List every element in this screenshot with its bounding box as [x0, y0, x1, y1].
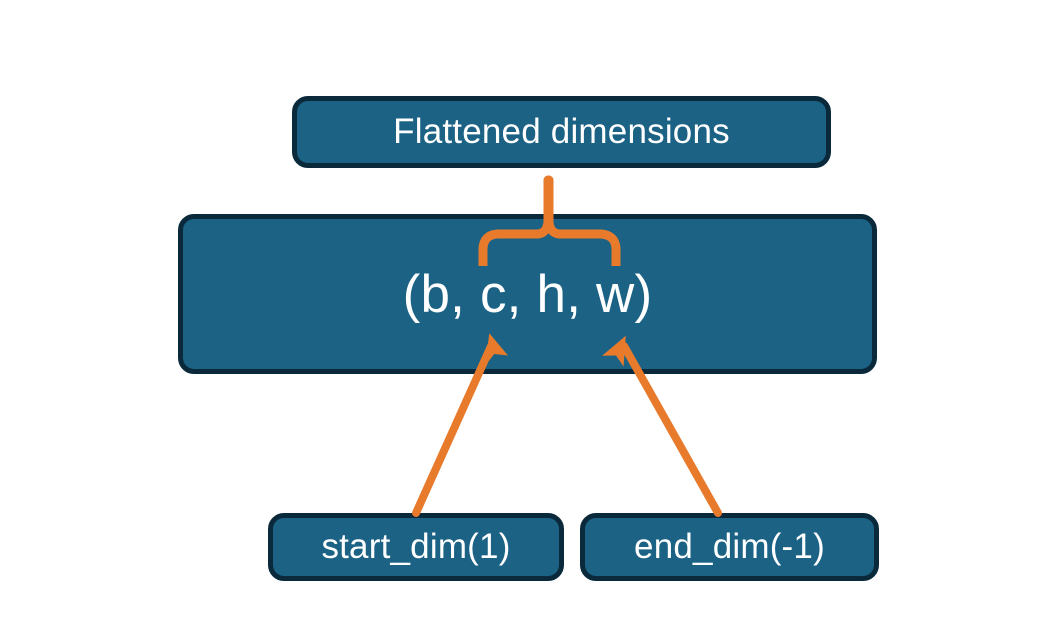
end-dim-label: end_dim(-1) [634, 527, 825, 566]
tensor-shape-label: (b, c, h, w) [402, 264, 653, 324]
flattened-dimensions-box[interactable]: Flattened dimensions [292, 96, 831, 168]
tensor-shape-box[interactable]: (b, c, h, w) [178, 214, 877, 374]
start-dim-box[interactable]: start_dim(1) [268, 513, 564, 581]
flattened-dimensions-label: Flattened dimensions [393, 112, 730, 151]
end-dim-box[interactable]: end_dim(-1) [580, 513, 879, 581]
start-dim-label: start_dim(1) [321, 527, 511, 566]
